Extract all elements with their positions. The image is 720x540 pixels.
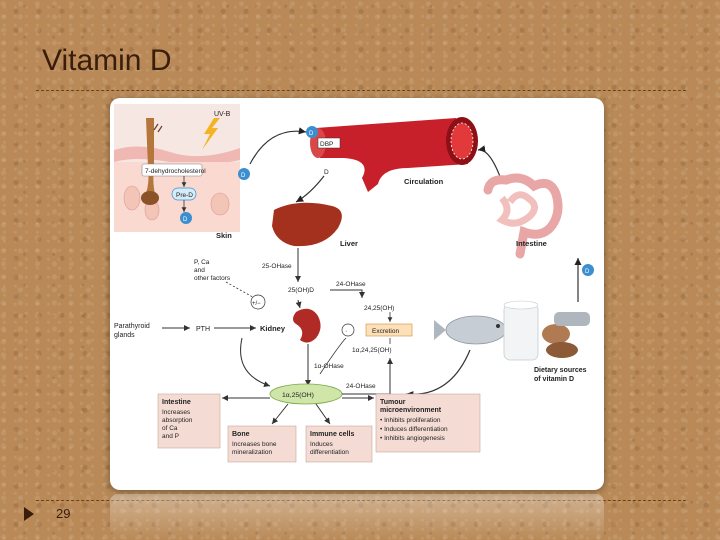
dietary-label-line2: of vitamin D <box>534 376 574 383</box>
p-ca-line3: other factors <box>194 275 231 282</box>
kidney-label: Kidney <box>260 324 286 333</box>
dehydrocholesterol-label: 7-dehydrocholesterol <box>145 168 206 175</box>
d3-transfer-badge <box>238 168 250 180</box>
vitamin-d-metabolism-diagram: UV-B 7-dehydrocholesterol Pre-D D Skin D… <box>114 104 594 463</box>
intestine-effect-line: absorption <box>162 417 193 424</box>
slide-title: Vitamin D <box>42 44 172 77</box>
card-reflection <box>110 494 604 540</box>
bone-effect-line: mineralization <box>232 449 272 456</box>
intestine-top-label: Intestine <box>516 239 547 248</box>
calcitriol-label: 1α,25(OH) <box>282 392 314 399</box>
tumour-effect-title: Tumour <box>380 399 406 406</box>
kidney-illustration <box>293 308 321 343</box>
tumour-effect-line: • Inhibits angiogenesis <box>380 435 446 442</box>
svg-text:·: · <box>345 328 347 335</box>
circulation-label: Circulation <box>404 177 444 186</box>
excretion-label: Excretion <box>372 328 399 335</box>
excretion-box <box>365 323 413 337</box>
p-ca-line1: P, Ca <box>194 259 210 266</box>
tumour-effect-line: • Inhibits proliferation <box>380 417 441 424</box>
bone-effect-title: Bone <box>232 431 250 438</box>
hydroxylase-24-bottom-label: 24-OHase <box>346 383 376 390</box>
hydroxylase-24-top-label: 24-OHase <box>336 281 366 288</box>
hair-follicle <box>144 118 156 198</box>
bone-effect-box: Bone Increases bone mineralization <box>227 425 297 463</box>
liver-label: Liver <box>340 239 358 248</box>
dbp-badge-label: D <box>309 131 314 137</box>
tumour-effect-title2: microenvironment <box>380 407 442 414</box>
dietary-label-line1: Dietary sources <box>534 367 587 374</box>
d3-transfer-badge-label: D <box>241 173 246 179</box>
intestine-effect-box: Intestine Increases absorption of Ca and… <box>157 393 221 449</box>
hydroxylase-25-label: 25-OHase <box>262 263 292 270</box>
liver-illustration <box>272 202 342 247</box>
immune-effect-line: Induces <box>310 441 334 448</box>
immune-effect-title: Immune cells <box>310 431 354 438</box>
dietary-d-badge-label: D <box>585 269 590 275</box>
oh-d3-25-label: 25(OH)D <box>288 287 314 294</box>
tumour-effect-line: • Induces differentiation <box>380 426 448 433</box>
p-ca-line2: and <box>194 267 205 274</box>
artery-illustration <box>310 117 478 192</box>
oh3-d3-label: 1α,24,25(OH) <box>352 347 392 354</box>
d3-skin-badge <box>180 212 192 224</box>
pre-d3-label: Pre-D <box>176 192 193 199</box>
intestine-effect-line: of Ca <box>162 425 178 432</box>
lightning-icon <box>202 118 220 150</box>
dbp-label: DBP <box>320 141 333 148</box>
intestine-effect-line: and P <box>162 433 179 440</box>
intestine-effect-title: Intestine <box>162 399 191 406</box>
plus-minus-label: +/− <box>252 301 261 307</box>
dbp-badge <box>306 126 318 138</box>
footer-divider <box>36 500 686 501</box>
d3-skin-badge-label: D <box>183 217 188 223</box>
immune-cells-effect-box: Immune cells Induces differentiation <box>305 425 373 463</box>
dietary-d-badge <box>582 264 594 276</box>
parathyroid-label-line1: Parathyroid <box>114 323 150 330</box>
immune-effect-line: differentiation <box>310 449 349 456</box>
skin-label: Skin <box>216 231 232 240</box>
intestine-illustration <box>483 173 563 259</box>
bullet-arrow-icon <box>24 507 34 521</box>
alpha-hydroxylase-label: 1α-OHase <box>314 363 344 370</box>
tumour-effect-box: Tumour microenvironment • Inhibits proli… <box>375 393 481 453</box>
page-number: 29 <box>56 506 71 521</box>
title-divider <box>36 90 686 91</box>
uvb-label: UV-B <box>214 111 231 118</box>
pth-label: PTH <box>196 326 210 333</box>
intestine-effect-line: Increases <box>162 409 191 416</box>
oh2-d3-label: 24,25(OH) <box>364 305 394 312</box>
d3-blood-label: D <box>324 169 329 176</box>
parathyroid-label-line2: glands <box>114 332 135 339</box>
diagram-card: UV-B 7-dehydrocholesterol Pre-D D Skin D… <box>110 98 604 490</box>
bone-effect-line: Increases bone <box>232 441 277 448</box>
dietary-sources-illustration <box>434 300 590 361</box>
